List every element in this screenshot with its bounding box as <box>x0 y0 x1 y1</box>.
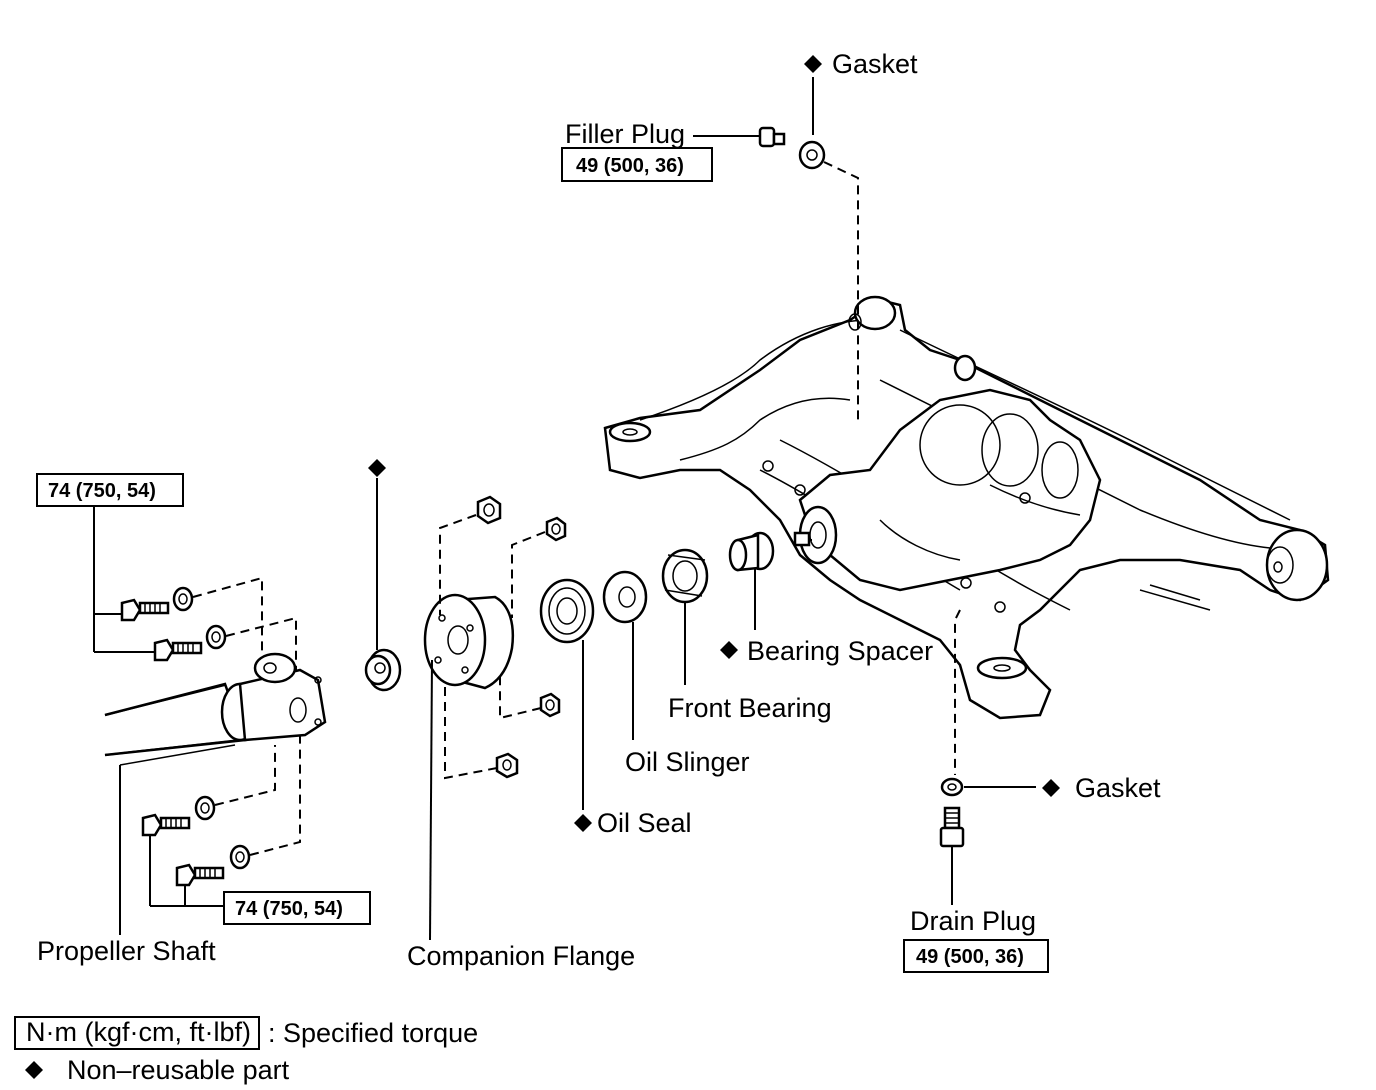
flange-nut-4 <box>495 752 519 779</box>
front-bearing-label: Front Bearing <box>668 693 832 723</box>
nonreusable-mark-gasket-bottom <box>1042 779 1060 797</box>
washer-1 <box>172 586 194 612</box>
drain-plug-label: Drain Plug <box>910 906 1036 936</box>
rear-suspension-member <box>603 295 1330 720</box>
flange-nut-2 <box>545 516 567 542</box>
bolt-3 <box>141 813 191 837</box>
nonreusable-mark-nut <box>368 459 386 477</box>
legend-torque-desc: : Specified torque <box>268 1018 478 1048</box>
gasket-bottom-group: Gasket <box>940 609 1161 803</box>
front-bearing-group: Front Bearing <box>661 548 832 723</box>
bearing-spacer <box>728 531 775 572</box>
gasket-bottom <box>940 777 964 797</box>
gasket-top <box>798 140 826 170</box>
lower-bolts-group: 74 (750, 54) <box>141 735 371 925</box>
legend-torque-box <box>14 1016 260 1050</box>
bearing-spacer-label: Bearing Spacer <box>747 636 933 666</box>
companion-flange-group: Companion Flange <box>407 495 635 971</box>
nonreusable-mark-gasket-top <box>804 55 822 73</box>
oil-slinger-label: Oil Slinger <box>625 747 750 777</box>
nonreusable-mark-bearing-spacer <box>720 641 738 659</box>
filler-plug-torque: 49 (500, 36) <box>576 155 684 177</box>
bolt-1 <box>120 598 170 622</box>
nonreusable-mark-oil-seal <box>574 814 592 832</box>
upper-bolts-torque-box <box>36 473 184 507</box>
oil-seal <box>539 578 595 644</box>
bolt-2 <box>153 638 203 662</box>
filler-plug <box>758 126 786 148</box>
oil-seal-label: Oil Seal <box>597 808 692 838</box>
legend-torque-unit: N·m (kgf·cm, ft·lbf) <box>26 1017 251 1047</box>
lower-bolts-torque: 74 (750, 54) <box>235 898 343 920</box>
washer-3 <box>194 795 216 821</box>
legend-nonreusable-symbol <box>25 1061 43 1079</box>
gasket-top-group: Gasket <box>798 49 918 420</box>
oil-seal-group: Oil Seal <box>539 578 692 838</box>
flange-nut-3 <box>539 692 561 718</box>
upper-bolts-group: 74 (750, 54) <box>36 473 297 672</box>
filler-plug-torque-box <box>561 147 713 182</box>
filler-plug-label: Filler Plug <box>565 119 685 149</box>
front-bearing <box>661 548 709 604</box>
lock-nut <box>364 648 402 692</box>
legend: N·m (kgf·cm, ft·lbf) : Specified torque … <box>14 1016 478 1085</box>
lower-bolts-torque-box <box>223 891 371 925</box>
washer-4 <box>229 844 251 870</box>
propeller-shaft-label: Propeller Shaft <box>37 936 216 966</box>
drain-plug-torque-box <box>903 939 1049 973</box>
gasket-top-label: Gasket <box>832 49 918 79</box>
filler-plug-group: Filler Plug 49 (500, 36) <box>561 119 786 182</box>
legend-nonreusable-desc: Non–reusable part <box>67 1055 290 1085</box>
gasket-bottom-label: Gasket <box>1075 773 1161 803</box>
propeller-shaft <box>104 652 327 757</box>
companion-flange-label: Companion Flange <box>407 941 635 971</box>
companion-flange <box>423 593 514 690</box>
oil-slinger-group: Oil Slinger <box>602 570 750 777</box>
propeller-shaft-group: Propeller Shaft <box>37 652 327 966</box>
upper-bolts-torque: 74 (750, 54) <box>48 480 156 502</box>
bolt-4 <box>175 863 225 887</box>
drain-plug-group: Drain Plug 49 (500, 36) <box>903 806 1049 973</box>
washer-2 <box>205 624 227 650</box>
bearing-spacer-group: Bearing Spacer <box>720 531 933 666</box>
lock-nut-group <box>364 459 402 692</box>
oil-slinger <box>602 570 648 624</box>
drain-plug-torque: 49 (500, 36) <box>916 946 1024 968</box>
flange-nut-1 <box>476 495 502 525</box>
drain-plug <box>939 806 965 848</box>
